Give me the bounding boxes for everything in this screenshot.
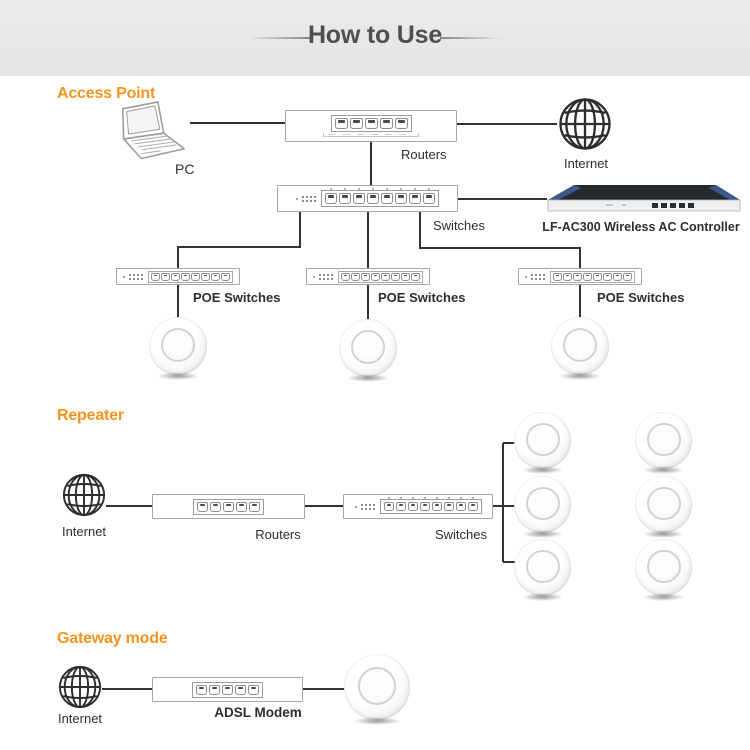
switch-box [277,185,458,212]
section-heading-repeater: Repeater [57,407,124,424]
repeater-ap-device [635,476,692,538]
internet-globe-icon [557,96,613,152]
poe-led [313,275,315,278]
ac-controller-image [547,185,741,212]
adsl-modem-box [152,677,303,702]
internet-globe-icon [61,472,107,518]
modem-ports [192,681,263,698]
poe-switch-box-1 [116,268,240,285]
poe-led-grid [319,273,334,280]
switch-power-led [296,197,298,200]
internet-globe-icon [57,664,103,710]
repeater-ap-device [514,476,571,538]
switches-label: Switches [434,527,488,542]
switches-label: Switches [433,218,486,233]
access-point-device [551,317,609,380]
switch-led-grid [302,195,317,202]
router-front [323,115,419,137]
section-heading-access-point: Access Point [57,85,156,102]
switch-power-led [354,505,357,508]
poe-switches-label-3: POE Switches [597,290,685,305]
repeater-ap-device [514,412,571,474]
poe-switch-box-2 [306,268,430,285]
poe-switches-label-1: POE Switches [193,290,281,305]
title-rule-left [249,37,310,39]
poe-switch-ports [338,270,423,283]
poe-led [123,275,125,278]
router-ports [193,498,264,515]
gateway-ap-device [344,654,410,726]
pc-label: PC [175,161,195,177]
internet-label: Internet [563,156,609,171]
access-point-device [339,319,397,382]
repeater-router-box [152,494,305,519]
internet-label: Internet [61,524,107,539]
access-point-device [149,317,207,380]
router-tray [323,133,419,137]
repeater-ap-device [514,539,571,601]
poe-switch-box-3 [518,268,642,285]
internet-label: Internet [57,711,103,726]
routers-label: Routers [255,527,301,542]
switch-ports [321,188,439,207]
ac-controller-label: LF-AC300 Wireless AC Controller [542,220,740,234]
header-band: How to Use [0,0,750,76]
router-ports [330,115,412,132]
adsl-modem-label: ADSL Modem [214,705,302,720]
title-rule-right [440,37,501,39]
poe-led-grid [531,273,546,280]
poe-switch-ports [148,270,233,283]
poe-switches-label-2: POE Switches [378,290,466,305]
poe-led [525,275,527,278]
routers-label: Routers [401,147,447,162]
router-box [285,110,457,142]
switch-ports [379,497,482,514]
switch-led-grid [360,503,376,510]
laptop-pc-icon [121,101,185,160]
repeater-ap-device [635,539,692,601]
section-heading-gateway-mode: Gateway mode [57,630,168,647]
repeater-ap-device [635,412,692,474]
poe-switch-ports [550,270,635,283]
repeater-switch-box [343,494,493,519]
page-title: How to Use [307,21,443,49]
poe-led-grid [129,273,144,280]
